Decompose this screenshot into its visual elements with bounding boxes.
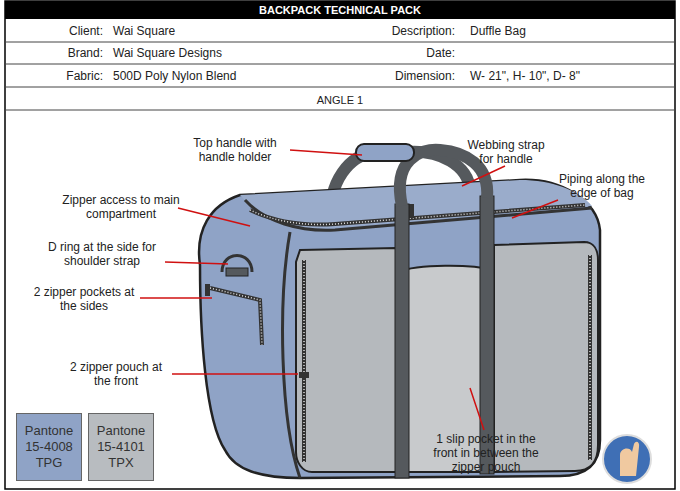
callout-text: 1 slip pocket in the front in between th… (430, 432, 542, 474)
leader-line (462, 166, 505, 186)
swatch-label: Pantone 15-4008 TPG (21, 423, 77, 471)
color-swatch: Pantone 15-4008 TPG (16, 413, 82, 481)
leader-line (165, 262, 228, 264)
leader-line (290, 150, 362, 155)
zipper-teeth (250, 205, 585, 224)
header-band (5, 1, 675, 19)
callout-text: Zipper access to main compartment (62, 193, 180, 221)
table-rule (5, 110, 675, 111)
zipper-teeth (303, 260, 305, 462)
leader-line (172, 373, 298, 375)
leader-line (178, 208, 250, 226)
callout-text: D ring at the side for shoulder strap (38, 240, 166, 268)
zipper-pull (299, 372, 309, 378)
field-value: Duffle Bag (470, 24, 670, 38)
bag-top-panel (240, 180, 592, 228)
field-name: Brand: (10, 46, 103, 60)
field-name: Description: (330, 24, 455, 38)
swatch-label: Pantone 15-4101 TPX (93, 423, 149, 471)
field-name: Fabric: (10, 69, 103, 83)
front-pouch (296, 248, 396, 472)
brand-logo (603, 435, 651, 483)
callout-text: 2 zipper pockets at the sides (26, 285, 142, 313)
pouch-zipper (588, 255, 592, 460)
side-zipper (210, 288, 262, 345)
callout-text: Top handle with handle holder (180, 136, 290, 164)
logo-hand (620, 442, 639, 476)
callout-text: Webbing strap for handle (460, 138, 552, 166)
field-name: Dimension: (330, 69, 455, 83)
d-ring-tab (226, 268, 248, 276)
callout-text: 2 zipper pouch at the front (62, 360, 170, 388)
piping (245, 200, 592, 230)
field-value: Wai Square Designs (113, 46, 333, 60)
page-title: BACKPACK TECHNICAL PACK (5, 3, 675, 17)
callout-text: Piping along the edge of bag (548, 172, 656, 200)
table-rule (5, 87, 675, 88)
zipper-teeth (210, 288, 262, 345)
table-rule (5, 64, 675, 65)
zipper-pull (205, 284, 210, 296)
bag-body (199, 180, 600, 478)
page-frame (5, 1, 675, 489)
field-value: Wai Square (113, 24, 333, 38)
pouch-zipper (302, 260, 306, 462)
zipper-teeth (589, 255, 591, 460)
color-swatch: Pantone 15-4101 TPX (88, 413, 154, 481)
main-zipper (250, 205, 585, 224)
webbing-strap (395, 204, 409, 478)
view-label: ANGLE 1 (5, 93, 675, 107)
leader-line (470, 388, 484, 430)
field-value: 500D Poly Nylon Blend (113, 69, 333, 83)
field-name: Client: (10, 24, 103, 38)
field-name: Date: (330, 46, 455, 60)
table-rule (5, 42, 675, 43)
field-value: W- 21", H- 10", D- 8" (470, 69, 670, 83)
leader-line (512, 200, 558, 218)
leader-line (140, 297, 212, 299)
handle-holder (356, 144, 414, 161)
